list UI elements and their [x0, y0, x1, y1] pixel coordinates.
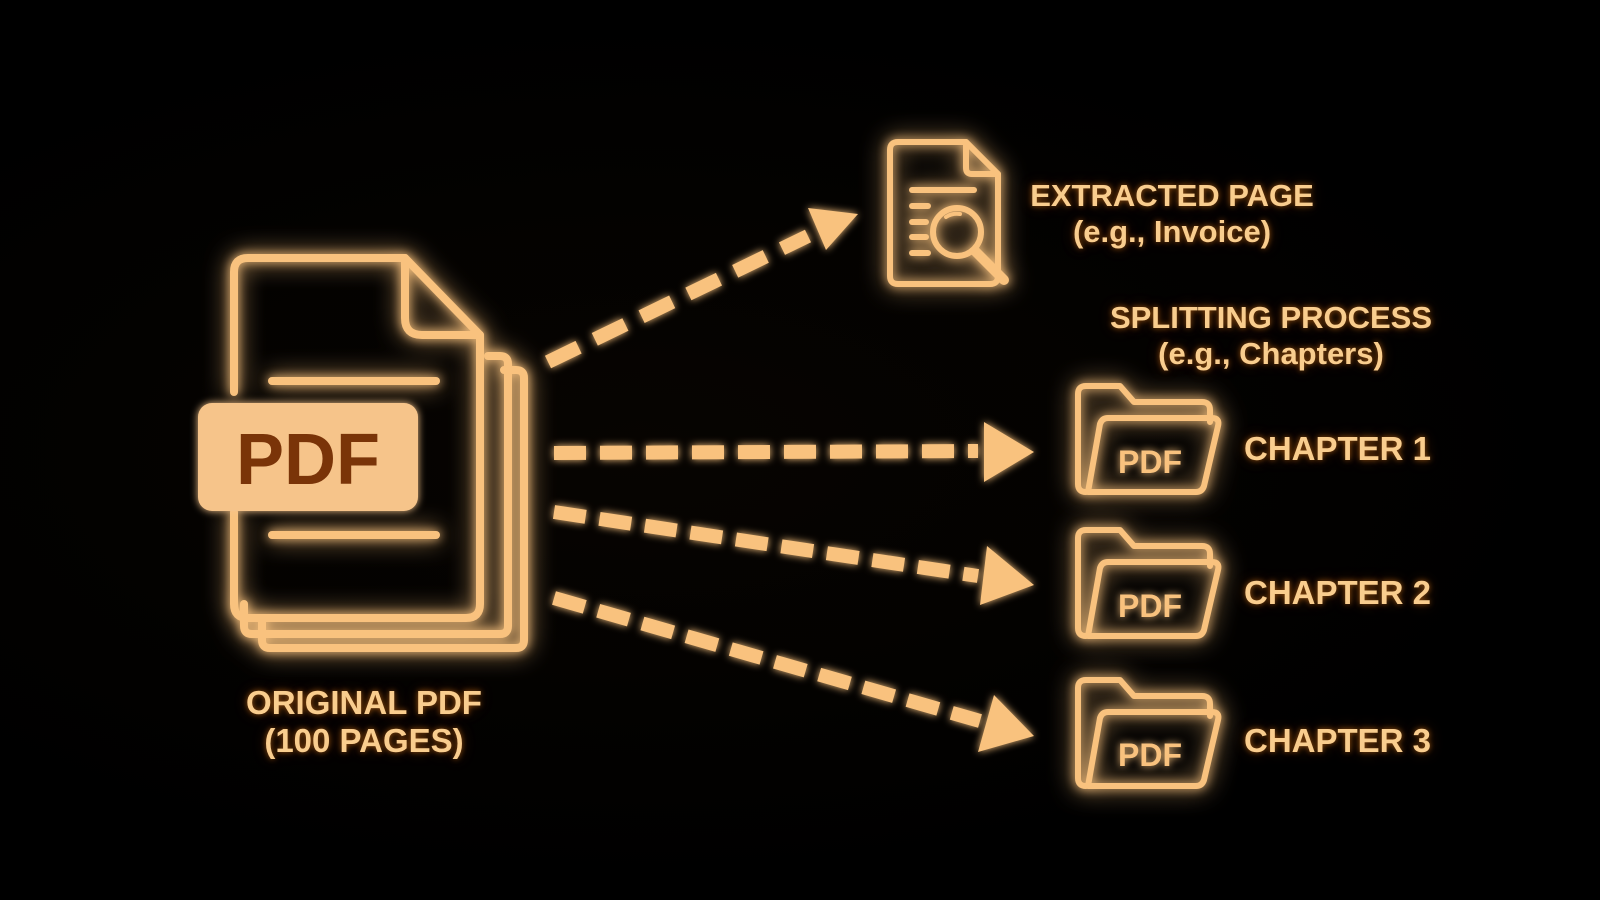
chapter-1-label: CHAPTER 1 [1244, 430, 1432, 467]
document-search-icon [887, 139, 1009, 287]
splitting-label: SPLITTING PROCESS (e.g., Chapters) [1096, 300, 1446, 371]
folder-1-badge: PDF [1118, 444, 1182, 480]
extracted-label: EXTRACTED PAGE (e.g., Invoice) [1022, 178, 1322, 249]
extracted-subtitle: (e.g., Invoice) [1072, 213, 1272, 249]
pdf-badge [198, 403, 418, 511]
stacked-pdf-document-icon [230, 254, 528, 652]
pdf-folder-icon [1075, 677, 1222, 789]
source-subtitle: (100 PAGES) [264, 721, 464, 759]
pdf-folder-icon [1075, 527, 1222, 639]
splitting-title: SPLITTING PROCESS [1109, 300, 1433, 335]
folder-2-badge: PDF [1118, 588, 1182, 624]
source-title: ORIGINAL PDF [246, 684, 482, 721]
arrowheads [808, 208, 1034, 752]
pdf-folder-icon [1075, 383, 1222, 495]
source-label: ORIGINAL PDF (100 PAGES) [228, 684, 500, 760]
splitting-subtitle: (e.g., Chapters) [1158, 335, 1384, 371]
chapter-2-label: CHAPTER 2 [1244, 574, 1432, 611]
folder-3-badge: PDF [1118, 737, 1182, 773]
pdf-badge-text: PDF [236, 420, 380, 500]
chapter-3-label: CHAPTER 3 [1244, 722, 1432, 759]
extracted-title: EXTRACTED PAGE [1030, 178, 1314, 213]
arrowhead-extracted [808, 208, 858, 250]
arrow-to-chapter-1 [553, 444, 979, 460]
arrowhead-chapter-2 [980, 546, 1034, 605]
arrowhead-chapter-3 [978, 695, 1034, 752]
arrow-to-chapter-2 [552, 505, 980, 583]
arrow-to-chapter-3 [552, 591, 982, 728]
arrow-to-extracted [544, 229, 812, 369]
arrowhead-chapter-1 [984, 422, 1034, 482]
arrows [544, 229, 982, 728]
